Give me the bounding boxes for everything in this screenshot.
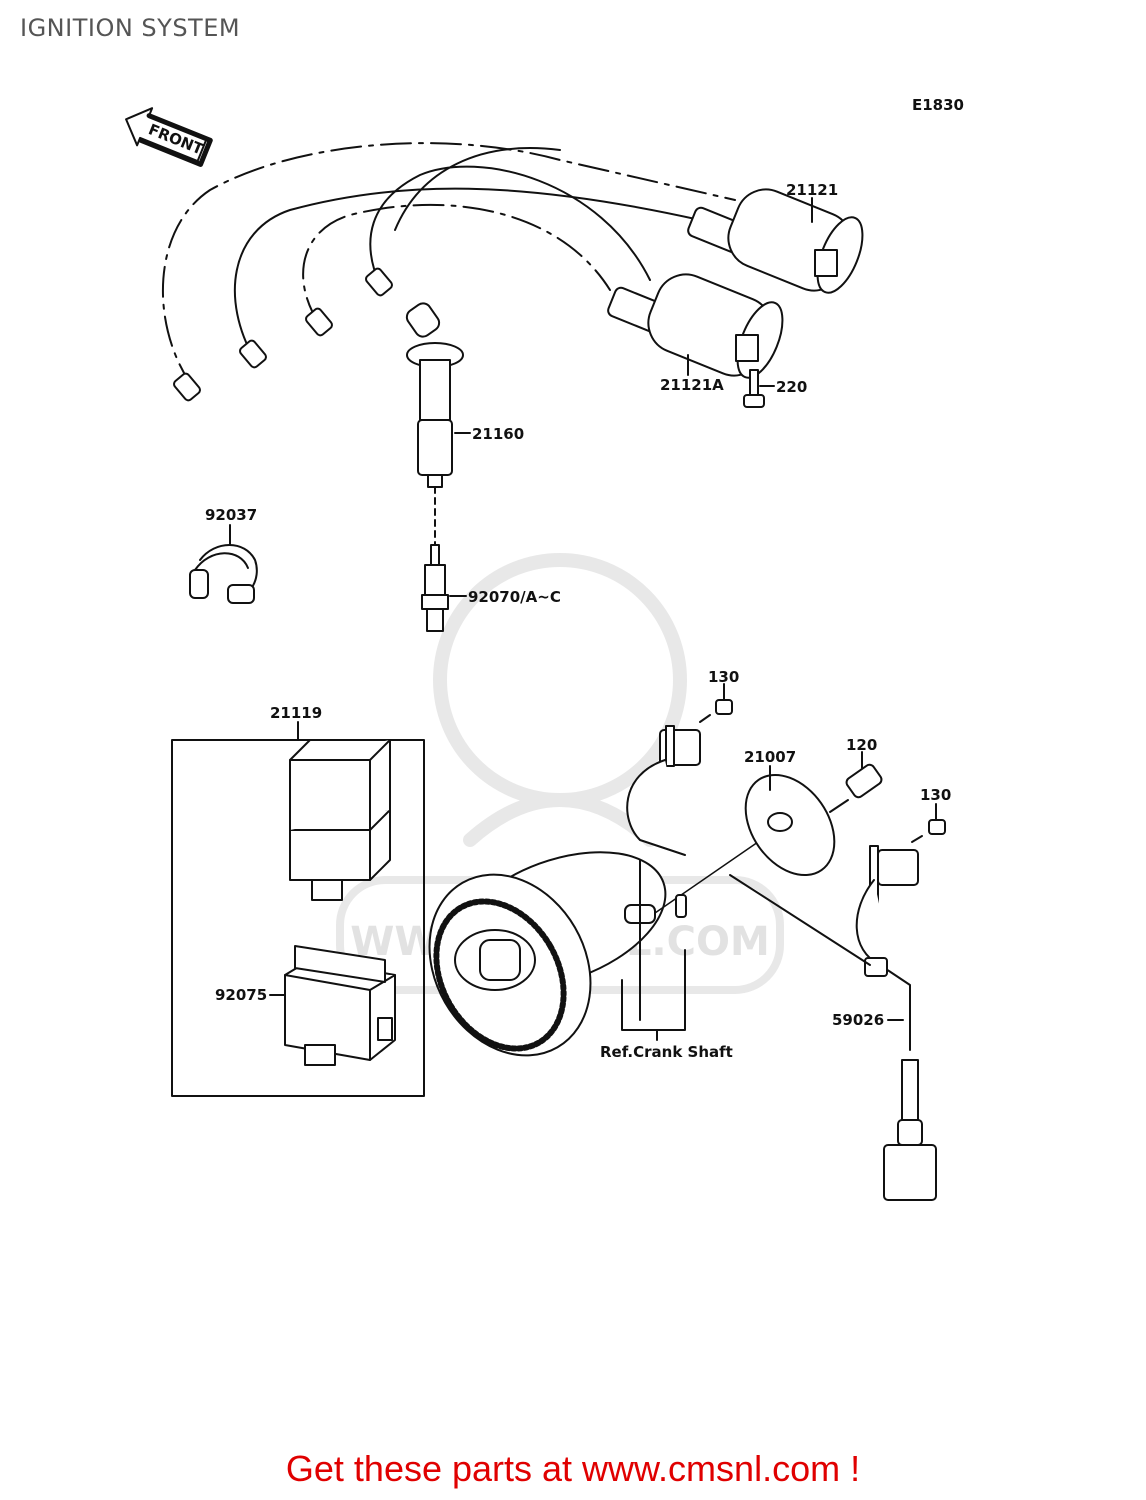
- ignition-coil-lower: [607, 273, 784, 379]
- bolt-130a-icon: [699, 699, 733, 723]
- label-130b: 130: [920, 786, 951, 804]
- ignition-diagram: WWW.CMSNL.COM E1830 FRONT 21121 21121A: [125, 96, 964, 1201]
- label-130a: 130: [708, 668, 739, 686]
- lead-connector: [883, 1059, 937, 1201]
- igniter-case: [284, 945, 396, 1066]
- front-arrow-icon: [125, 107, 213, 167]
- label-ref-crank-shaft: Ref.Crank Shaft: [600, 1043, 733, 1061]
- label-21121: 21121: [786, 181, 838, 199]
- label-21007: 21007: [744, 748, 796, 766]
- crank-rotor-assembly: [428, 851, 667, 1057]
- plug-cap: [405, 302, 464, 488]
- ht-leads: [162, 142, 736, 391]
- label-220: 220: [776, 378, 807, 396]
- ref-crank-shaft-bracket: [621, 894, 687, 1041]
- label-59026: 59026: [832, 1011, 884, 1029]
- spark-plug: [421, 544, 449, 632]
- timing-rotor: [744, 773, 836, 877]
- label-92075: 92075: [215, 986, 267, 1004]
- label-21121A: 21121A: [660, 376, 724, 394]
- label-21160: 21160: [472, 425, 524, 443]
- igniter-unit: [289, 739, 391, 901]
- clamp-92037: [189, 544, 258, 604]
- label-120: 120: [846, 736, 877, 754]
- label-92037: 92037: [205, 506, 257, 524]
- diagram-code: E1830: [912, 96, 964, 114]
- screw-220-icon: [743, 369, 765, 408]
- label-21119: 21119: [270, 704, 322, 722]
- pickup-coil-upper: [626, 725, 701, 856]
- bolt-120-icon: [829, 763, 883, 813]
- bolt-130b-icon: [911, 819, 946, 843]
- pickup-coil-lower: [729, 845, 919, 1051]
- label-92070: 92070/A~C: [468, 588, 561, 606]
- lead-terminals: [173, 267, 393, 402]
- promo-link-text[interactable]: Get these parts at www.cmsnl.com !: [285, 1448, 861, 1489]
- page-title: IGNITION SYSTEM: [20, 14, 241, 42]
- ignition-coil-upper: [687, 188, 864, 294]
